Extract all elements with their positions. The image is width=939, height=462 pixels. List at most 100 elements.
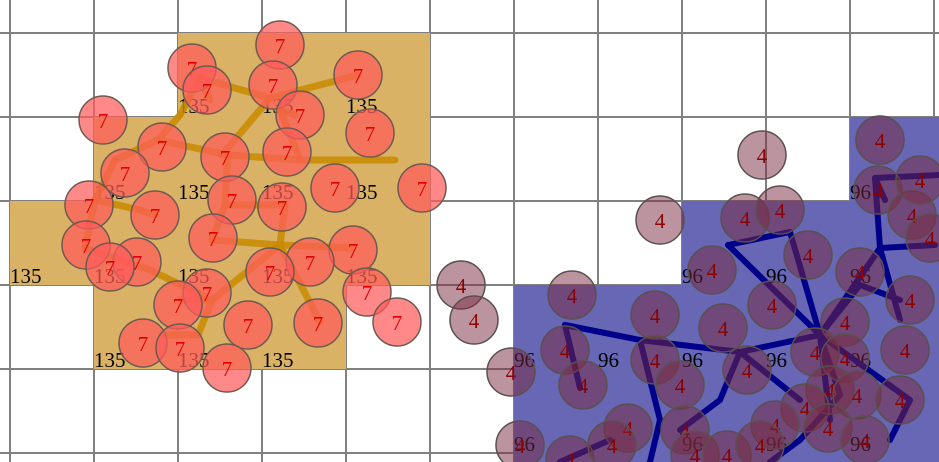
blue-graph-node (547, 270, 597, 320)
gold-node-label: 7 (81, 234, 92, 258)
gold-node-label: 7 (98, 109, 109, 133)
blue-node-label: 4 (742, 359, 753, 383)
gold-node-label: 7 (295, 104, 306, 128)
blue-graph-node (558, 360, 608, 410)
blue-graph-node (722, 345, 772, 395)
gold-node-label: 7 (330, 177, 341, 201)
gold-node-label: 7 (362, 281, 373, 305)
blue-node-label: 4 (578, 374, 589, 398)
blue-node-label: 4 (718, 317, 729, 341)
gold-node-label: 7 (227, 189, 238, 213)
gold-node-label: 7 (84, 194, 95, 218)
blue-node-label: 4 (707, 259, 718, 283)
blue-node-label: 4 (565, 449, 576, 462)
cell-value-label: 135 (262, 348, 294, 372)
gold-node-label: 7 (305, 251, 316, 275)
blue-node-label: 4 (800, 397, 811, 421)
gold-node-label: 7 (277, 196, 288, 220)
blue-node-label: 4 (567, 284, 578, 308)
blue-node-label: 4 (560, 339, 571, 363)
gold-node-label: 7 (105, 256, 116, 280)
blue-graph-node (755, 185, 805, 235)
blue-node-label: 4 (755, 434, 766, 458)
gold-graph-node (202, 343, 252, 393)
gold-node-label: 7 (222, 357, 233, 381)
blue-graph-node (735, 420, 785, 462)
blue-node-label: 4 (650, 349, 661, 373)
gold-node-label: 7 (243, 314, 254, 338)
gold-node-label: 7 (202, 79, 213, 103)
blue-node-label: 4 (767, 294, 778, 318)
gold-node-label: 7 (265, 261, 276, 285)
gold-node-label: 7 (220, 146, 231, 170)
blue-node-label: 4 (925, 227, 936, 251)
blue-node-label: 4 (506, 361, 517, 385)
blue-node-label: 4 (895, 389, 906, 413)
gold-node-label: 7 (365, 122, 376, 146)
gold-node-label: 7 (138, 332, 149, 356)
blue-graph-node (495, 420, 545, 462)
blue-node-label: 4 (515, 434, 526, 458)
blue-node-label: 4 (757, 144, 768, 168)
blue-graph-edge (562, 322, 643, 343)
blue-graph-edge (647, 417, 663, 462)
gold-node-label: 7 (353, 64, 364, 88)
blue-node-label: 4 (810, 341, 821, 365)
blue-node-label: 4 (915, 169, 926, 193)
blue-graph-node (875, 375, 925, 425)
gold-node-label: 7 (313, 312, 324, 336)
blue-graph-node (880, 325, 930, 375)
gold-graph-node (293, 298, 343, 348)
blue-node-label: 4 (907, 204, 918, 228)
gold-graph-node (188, 213, 238, 263)
gold-graph-node (137, 122, 187, 172)
gold-node-label: 7 (202, 282, 213, 306)
blue-graph-node (840, 415, 890, 462)
cell-value-label: 96 (598, 348, 619, 372)
blue-graph-node (905, 213, 939, 263)
blue-node-label: 4 (680, 419, 691, 443)
blue-node-label: 4 (675, 374, 686, 398)
blue-graph-node (449, 295, 499, 345)
blue-graph-node (486, 347, 536, 397)
gold-node-label: 7 (187, 57, 198, 81)
blue-node-label: 4 (825, 379, 836, 403)
gold-graph-node (342, 267, 392, 317)
cell-value-label: 135 (178, 180, 210, 204)
blue-node-label: 4 (690, 444, 701, 462)
gold-graph-node (78, 95, 128, 145)
blue-node-label: 4 (775, 199, 786, 223)
gold-graph-node (100, 148, 150, 198)
blue-graph-node (895, 155, 939, 205)
blue-node-label: 4 (823, 417, 834, 441)
blue-graph-node (687, 245, 737, 295)
gold-graph-node (345, 108, 395, 158)
blue-node-label: 4 (900, 339, 911, 363)
blue-graph-node (635, 195, 685, 245)
gold-node-label: 7 (132, 251, 143, 275)
cell-value-label: 135 (10, 264, 42, 288)
blue-node-label: 4 (840, 347, 851, 371)
gold-graph-node (130, 190, 180, 240)
blue-node-label: 4 (875, 129, 886, 153)
blue-graph-node (747, 280, 797, 330)
blue-graph-node (855, 115, 905, 165)
gold-node-label: 7 (120, 162, 131, 186)
gold-graph-node (223, 300, 273, 350)
gold-node-label: 7 (348, 239, 359, 263)
blue-graph-node (587, 420, 637, 462)
gold-node-label: 7 (173, 294, 184, 318)
gold-graph-node (245, 247, 295, 297)
gold-graph-node (85, 242, 135, 292)
blue-node-label: 4 (905, 289, 916, 313)
gold-node-label: 7 (268, 74, 279, 98)
blue-node-label: 4 (740, 207, 751, 231)
gold-node-label: 7 (282, 141, 293, 165)
blue-node-label: 4 (655, 209, 666, 233)
blue-node-label: 4 (722, 444, 733, 462)
blue-node-label: 4 (650, 304, 661, 328)
blue-node-label: 4 (803, 244, 814, 268)
gold-node-label: 7 (175, 337, 186, 361)
blue-node-label: 4 (873, 179, 884, 203)
